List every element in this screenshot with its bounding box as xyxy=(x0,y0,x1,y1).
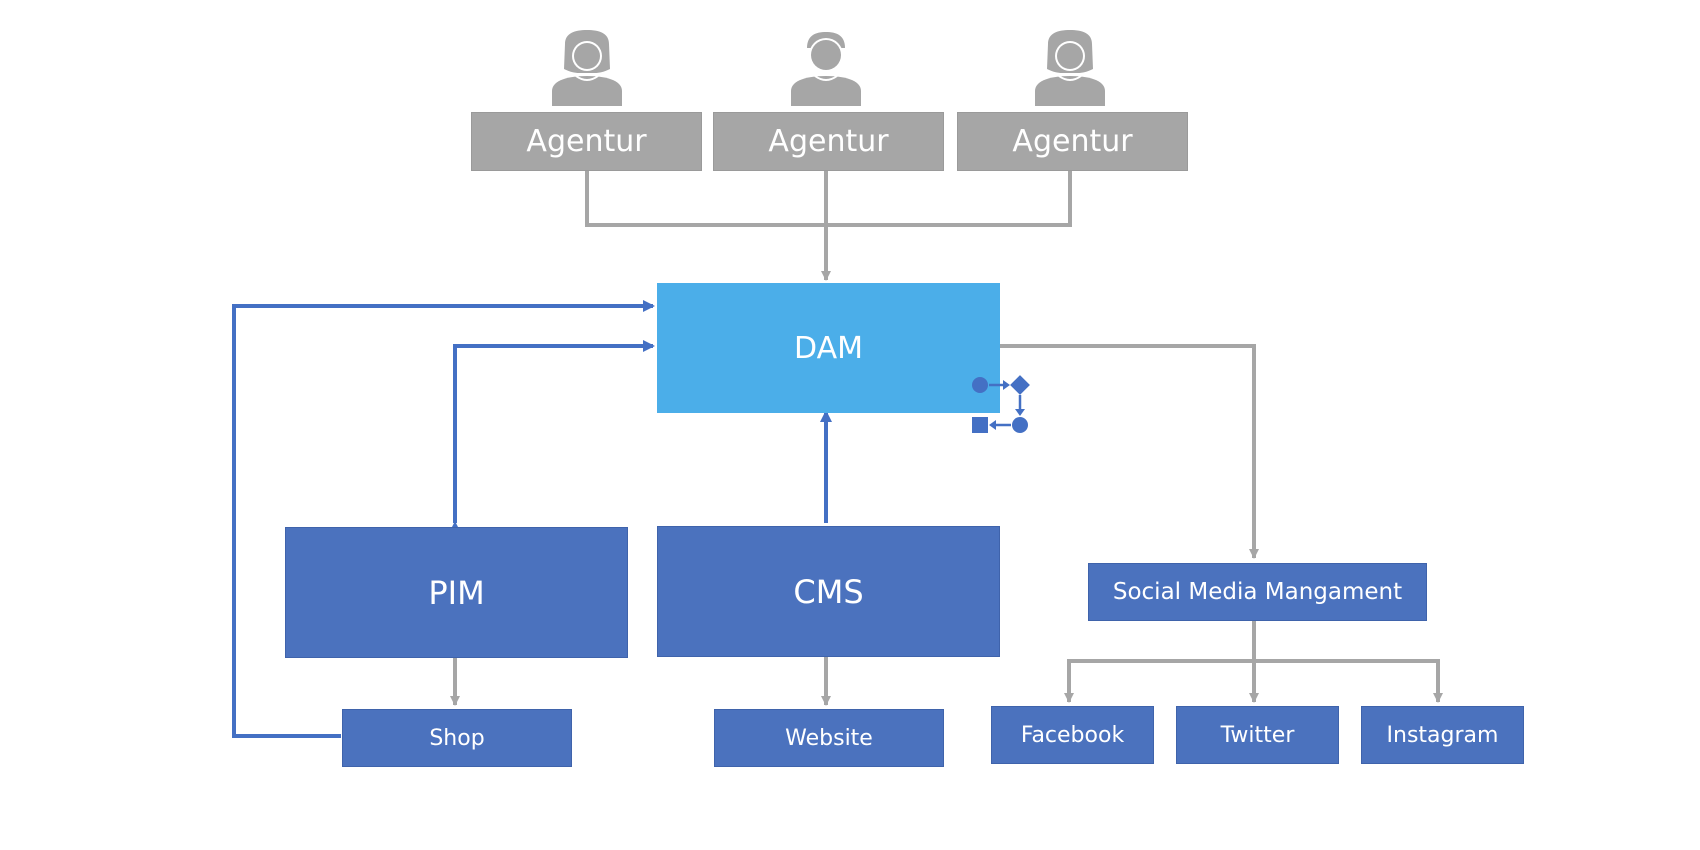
agency-label: Agentur xyxy=(768,124,889,159)
agency-box[interactable]: Agentur xyxy=(471,112,702,171)
shop-box[interactable]: Shop xyxy=(342,709,572,767)
shop-to-dam-arrow xyxy=(232,300,655,738)
agency-connector xyxy=(585,171,1072,227)
social-media-management-box[interactable]: Social Media Mangament xyxy=(1088,563,1427,621)
shop-label: Shop xyxy=(429,725,485,751)
agency-box[interactable]: Agentur xyxy=(713,112,944,171)
woman-icon xyxy=(1035,30,1105,106)
pim-label: PIM xyxy=(428,573,485,612)
pim-box[interactable]: PIM xyxy=(285,527,628,658)
instagram-box[interactable]: Instagram xyxy=(1361,706,1524,764)
agency-label: Agentur xyxy=(1012,124,1133,159)
cms-label: CMS xyxy=(793,572,864,611)
dam-box[interactable]: DAM xyxy=(657,283,1000,413)
website-box[interactable]: Website xyxy=(714,709,944,767)
social-media-label: Social Media Mangament xyxy=(1112,579,1403,605)
website-label: Website xyxy=(785,725,873,751)
dam-to-social-arrow xyxy=(996,344,1259,559)
twitter-label: Twitter xyxy=(1220,722,1295,748)
twitter-box[interactable]: Twitter xyxy=(1176,706,1339,764)
agency-label: Agentur xyxy=(526,124,647,159)
workflow-icon xyxy=(972,375,1030,433)
dam-label: DAM xyxy=(794,330,863,366)
facebook-label: Facebook xyxy=(1020,722,1125,748)
woman-icon xyxy=(552,30,622,106)
facebook-box[interactable]: Facebook xyxy=(991,706,1154,764)
instagram-label: Instagram xyxy=(1386,722,1499,748)
cms-box[interactable]: CMS xyxy=(657,526,1000,657)
agency-box[interactable]: Agentur xyxy=(957,112,1188,171)
man-icon xyxy=(791,32,861,106)
dam-pim-bidirectional-arrow xyxy=(449,340,655,533)
